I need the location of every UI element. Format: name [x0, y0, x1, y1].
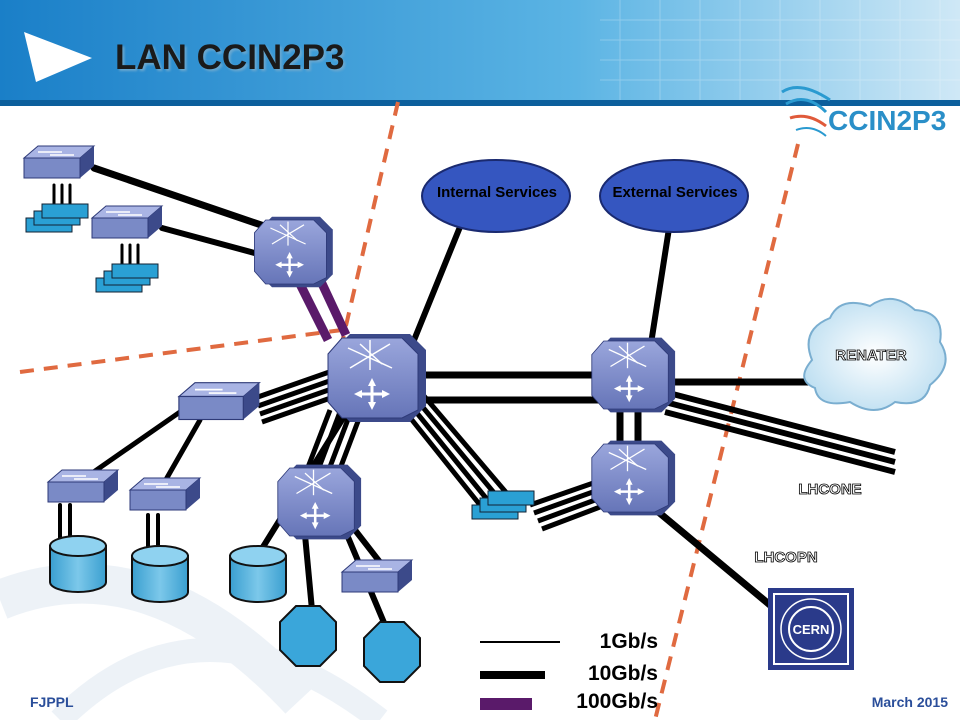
external-services: External Services [599, 159, 749, 233]
lhcopn-label: LHCOPN [754, 549, 817, 566]
router-edge [253, 215, 334, 289]
legend: 1Gb/s 10Gb/s 100Gb/s [480, 630, 658, 713]
host-node [279, 605, 337, 667]
boundary-line [653, 143, 800, 721]
storage-disk [49, 535, 107, 593]
page-title: LAN CCIN2P3 [115, 38, 345, 77]
boundary-line [336, 101, 400, 361]
play-arrow-icon [24, 32, 92, 82]
lhcone-label: LHCONE [798, 481, 861, 498]
switch [129, 477, 201, 511]
legend-label-10g: 10Gb/s [588, 662, 658, 685]
storage-disk [131, 545, 189, 603]
switch [23, 145, 95, 179]
router-access [276, 463, 363, 541]
legend-label-100g: 100Gb/s [576, 690, 658, 713]
internal-services-label: Internal Services [437, 184, 557, 201]
internal-services: Internal Services [421, 159, 571, 233]
logo-text: CCIN2P3 [828, 105, 946, 136]
external-services-label: External Services [612, 184, 737, 201]
switch [47, 469, 119, 503]
router-core [326, 332, 428, 424]
switch [91, 205, 163, 239]
server-blades [25, 203, 89, 233]
router-services [590, 336, 677, 414]
footer-right: March 2015 [871, 694, 948, 710]
legend-label-1g: 1Gb/s [600, 630, 658, 653]
server-blades [95, 263, 159, 293]
footer-left: FJPPL [30, 694, 74, 710]
switch [341, 559, 413, 593]
renater-label: RENATER [835, 347, 907, 364]
link-100g [293, 273, 351, 343]
legend-swatch-100g [480, 698, 532, 710]
storage-disk [229, 545, 287, 603]
router-wan [590, 439, 677, 517]
zone-boundaries [19, 101, 800, 721]
switch [178, 381, 261, 421]
renater-cloud: RENATER [803, 298, 947, 411]
cern-logo-text: CERN [793, 622, 830, 637]
header-band [0, 0, 960, 106]
host-node [363, 621, 421, 683]
cern-logo: CERN [768, 588, 854, 670]
boundary-line [19, 328, 343, 374]
ccin2p3-logo: CCIN2P3 [781, 86, 946, 137]
